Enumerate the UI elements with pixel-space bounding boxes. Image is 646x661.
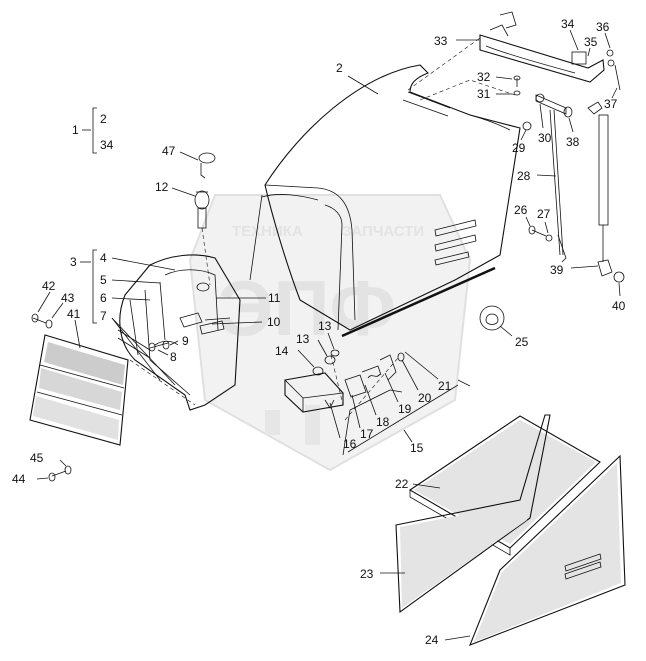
latch-assembly: 14 13 13 16 17 18 19 20 21 15 xyxy=(275,319,471,456)
rear-bracket-part-34: 33 34 35 36 37 xyxy=(434,11,621,111)
grille-screen-part-42: 41 xyxy=(29,307,129,446)
callout-18: 17 xyxy=(360,427,374,441)
callout-31: 30 xyxy=(538,131,552,145)
callout-42: 41 xyxy=(67,307,81,321)
callout-40: 39 xyxy=(550,263,564,277)
callout-20: 19 xyxy=(398,402,412,416)
callout-13: 13 xyxy=(318,319,332,333)
bolt-washer-8-9: 9 8 xyxy=(148,334,189,364)
callout-30: 29 xyxy=(512,141,526,155)
callout-26: 25 xyxy=(515,335,529,349)
callout-45: 44 xyxy=(12,472,26,486)
group-3-member-7: 7 xyxy=(100,309,107,323)
side-panel-part-24: 23 xyxy=(360,414,551,614)
callout-35: 34 xyxy=(561,17,575,31)
callout-10: 10 xyxy=(267,315,281,329)
bolt-washer-27-28: 26 27 xyxy=(514,203,553,242)
side-panel-part-25: 24 xyxy=(425,454,626,647)
callout-27: 26 xyxy=(514,203,528,217)
callout-44: 43 xyxy=(61,291,75,305)
group-1-member-34: 34 xyxy=(100,138,114,152)
callout-24: 23 xyxy=(360,567,374,581)
hood-seal-part-26: 25 xyxy=(341,266,529,349)
watermark: ТЕХНИКА ЗАПЧАСТИ ЭПФ xyxy=(188,194,472,472)
callout-17: 16 xyxy=(343,437,357,451)
callout-22: 21 xyxy=(438,379,452,393)
callout-39: 38 xyxy=(566,135,580,149)
callout-15: 14 xyxy=(275,344,289,358)
callout-16: 15 xyxy=(410,441,424,455)
group-1-member-2: 2 xyxy=(100,112,107,126)
hinge-part-31: 30 29 38 xyxy=(512,93,580,155)
callout-8: 8 xyxy=(170,350,177,364)
grille-frame-part-3: 11 10 xyxy=(117,254,281,411)
group-3-member-6: 6 xyxy=(100,291,107,305)
callout-32: 31 xyxy=(477,87,491,101)
group-1-label: 1 xyxy=(72,123,79,137)
callout-37: 36 xyxy=(596,20,610,34)
callout-34: 33 xyxy=(434,34,448,48)
callout-29: 28 xyxy=(517,169,531,183)
group-3-member-5: 5 xyxy=(100,273,107,287)
group-1-bracket: 1 2 34 xyxy=(72,107,114,154)
prop-rod-part-29: 28 xyxy=(517,109,567,263)
callout-46: 45 xyxy=(30,451,44,465)
bolt-washer-32-33: 32 31 xyxy=(477,70,521,101)
callout-21: 20 xyxy=(418,391,432,405)
group-3-label: 3 xyxy=(70,255,77,269)
callout-9: 9 xyxy=(182,334,189,348)
watermark-top-text: ТЕХНИКА xyxy=(232,223,303,240)
callout-43: 42 xyxy=(42,279,56,293)
callout-36: 35 xyxy=(584,35,598,49)
gas-strut-part-40: 39 40 xyxy=(550,101,626,313)
bolt-washer-45-46: 44 45 xyxy=(12,451,72,486)
reference-line-3 xyxy=(129,359,196,406)
callout-41: 40 xyxy=(612,299,626,313)
bolt-washer-43-44: 42 43 xyxy=(31,279,75,329)
callout-14: 13 xyxy=(296,332,310,346)
watermark-right-text: ЗАПЧАСТИ xyxy=(342,223,424,240)
callout-12: 12 xyxy=(155,180,169,194)
callout-28: 27 xyxy=(537,207,551,221)
hood-part-2: 2 xyxy=(249,61,521,331)
reference-line-1 xyxy=(407,37,481,91)
watermark-logo-text: ЭПФ xyxy=(218,264,396,352)
callout-25: 24 xyxy=(425,633,439,647)
callout-19: 18 xyxy=(376,415,390,429)
group-3-member-4: 4 xyxy=(100,251,107,265)
callout-47: 47 xyxy=(162,144,176,158)
reference-line-2 xyxy=(419,79,516,101)
callout-38: 37 xyxy=(604,97,618,111)
callout-2: 2 xyxy=(336,61,343,75)
key-lock-47-12: 47 12 xyxy=(155,144,216,286)
callout-23: 22 xyxy=(395,477,409,491)
callout-11: 11 xyxy=(268,291,281,305)
callout-33: 32 xyxy=(477,70,491,84)
